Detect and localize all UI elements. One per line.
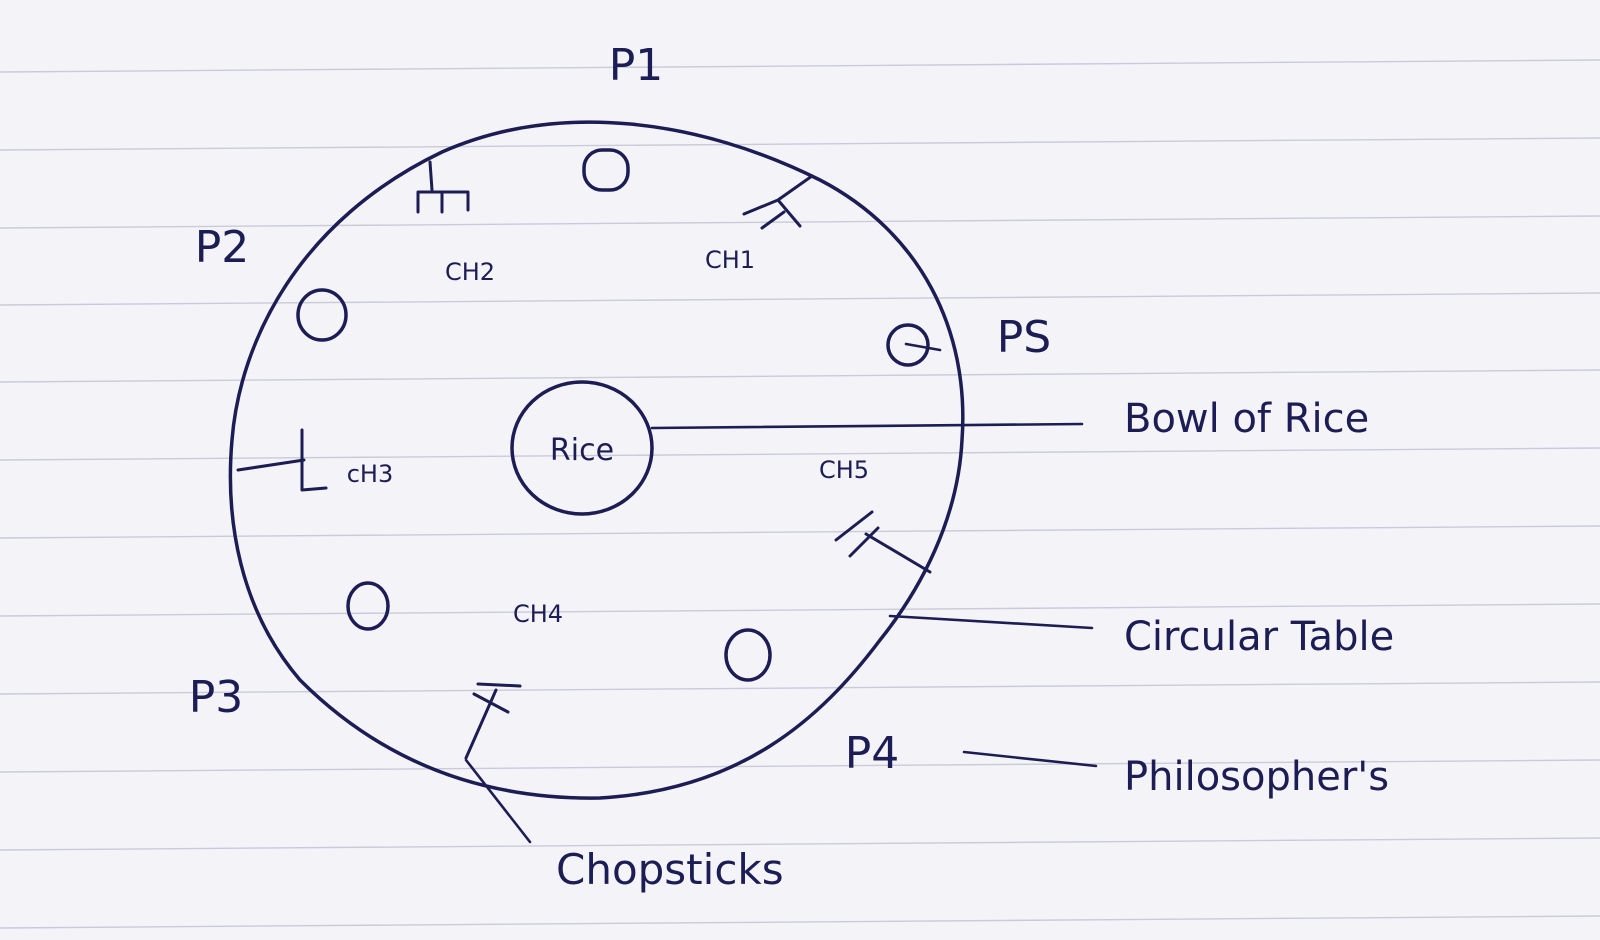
annotation-circular-table: Circular Table (1124, 614, 1394, 660)
ch4-label: CH4 (513, 600, 563, 628)
ch1-label: CH1 (705, 246, 755, 274)
chopstick-ch5 (834, 510, 932, 574)
chopstick-symbols (236, 160, 932, 760)
ruled-lines (0, 59, 1600, 929)
p5-label: PS (997, 312, 1051, 363)
plate-p2 (296, 288, 348, 342)
p4-label: P4 (845, 728, 900, 779)
annotation-leaders (464, 342, 1098, 844)
annotation-chopsticks: Chopsticks (556, 845, 784, 894)
plate-p4 (724, 628, 772, 682)
plate-p3 (346, 581, 390, 631)
plate-p1 (582, 148, 630, 192)
chopstick-ch2 (416, 160, 470, 214)
annotation-bowl-of-rice: Bowl of Rice (1124, 396, 1369, 442)
p2-label: P2 (195, 222, 250, 273)
rice-bowl: Rice (510, 380, 654, 516)
circular-table (228, 120, 965, 800)
plate-p5 (886, 323, 930, 367)
chopstick-ch3 (236, 428, 328, 492)
rice-label: Rice (550, 433, 614, 468)
ch3-label: cH3 (347, 460, 394, 488)
chopstick-ch4 (464, 682, 522, 760)
ch5-label: CH5 (819, 456, 869, 484)
p1-label: P1 (609, 40, 664, 91)
ch2-label: CH2 (445, 258, 495, 286)
annotation-philosophers: Philosopher's (1124, 754, 1389, 800)
plates (296, 148, 930, 682)
p3-label: P3 (189, 672, 244, 723)
chopstick-ch1 (742, 174, 814, 230)
